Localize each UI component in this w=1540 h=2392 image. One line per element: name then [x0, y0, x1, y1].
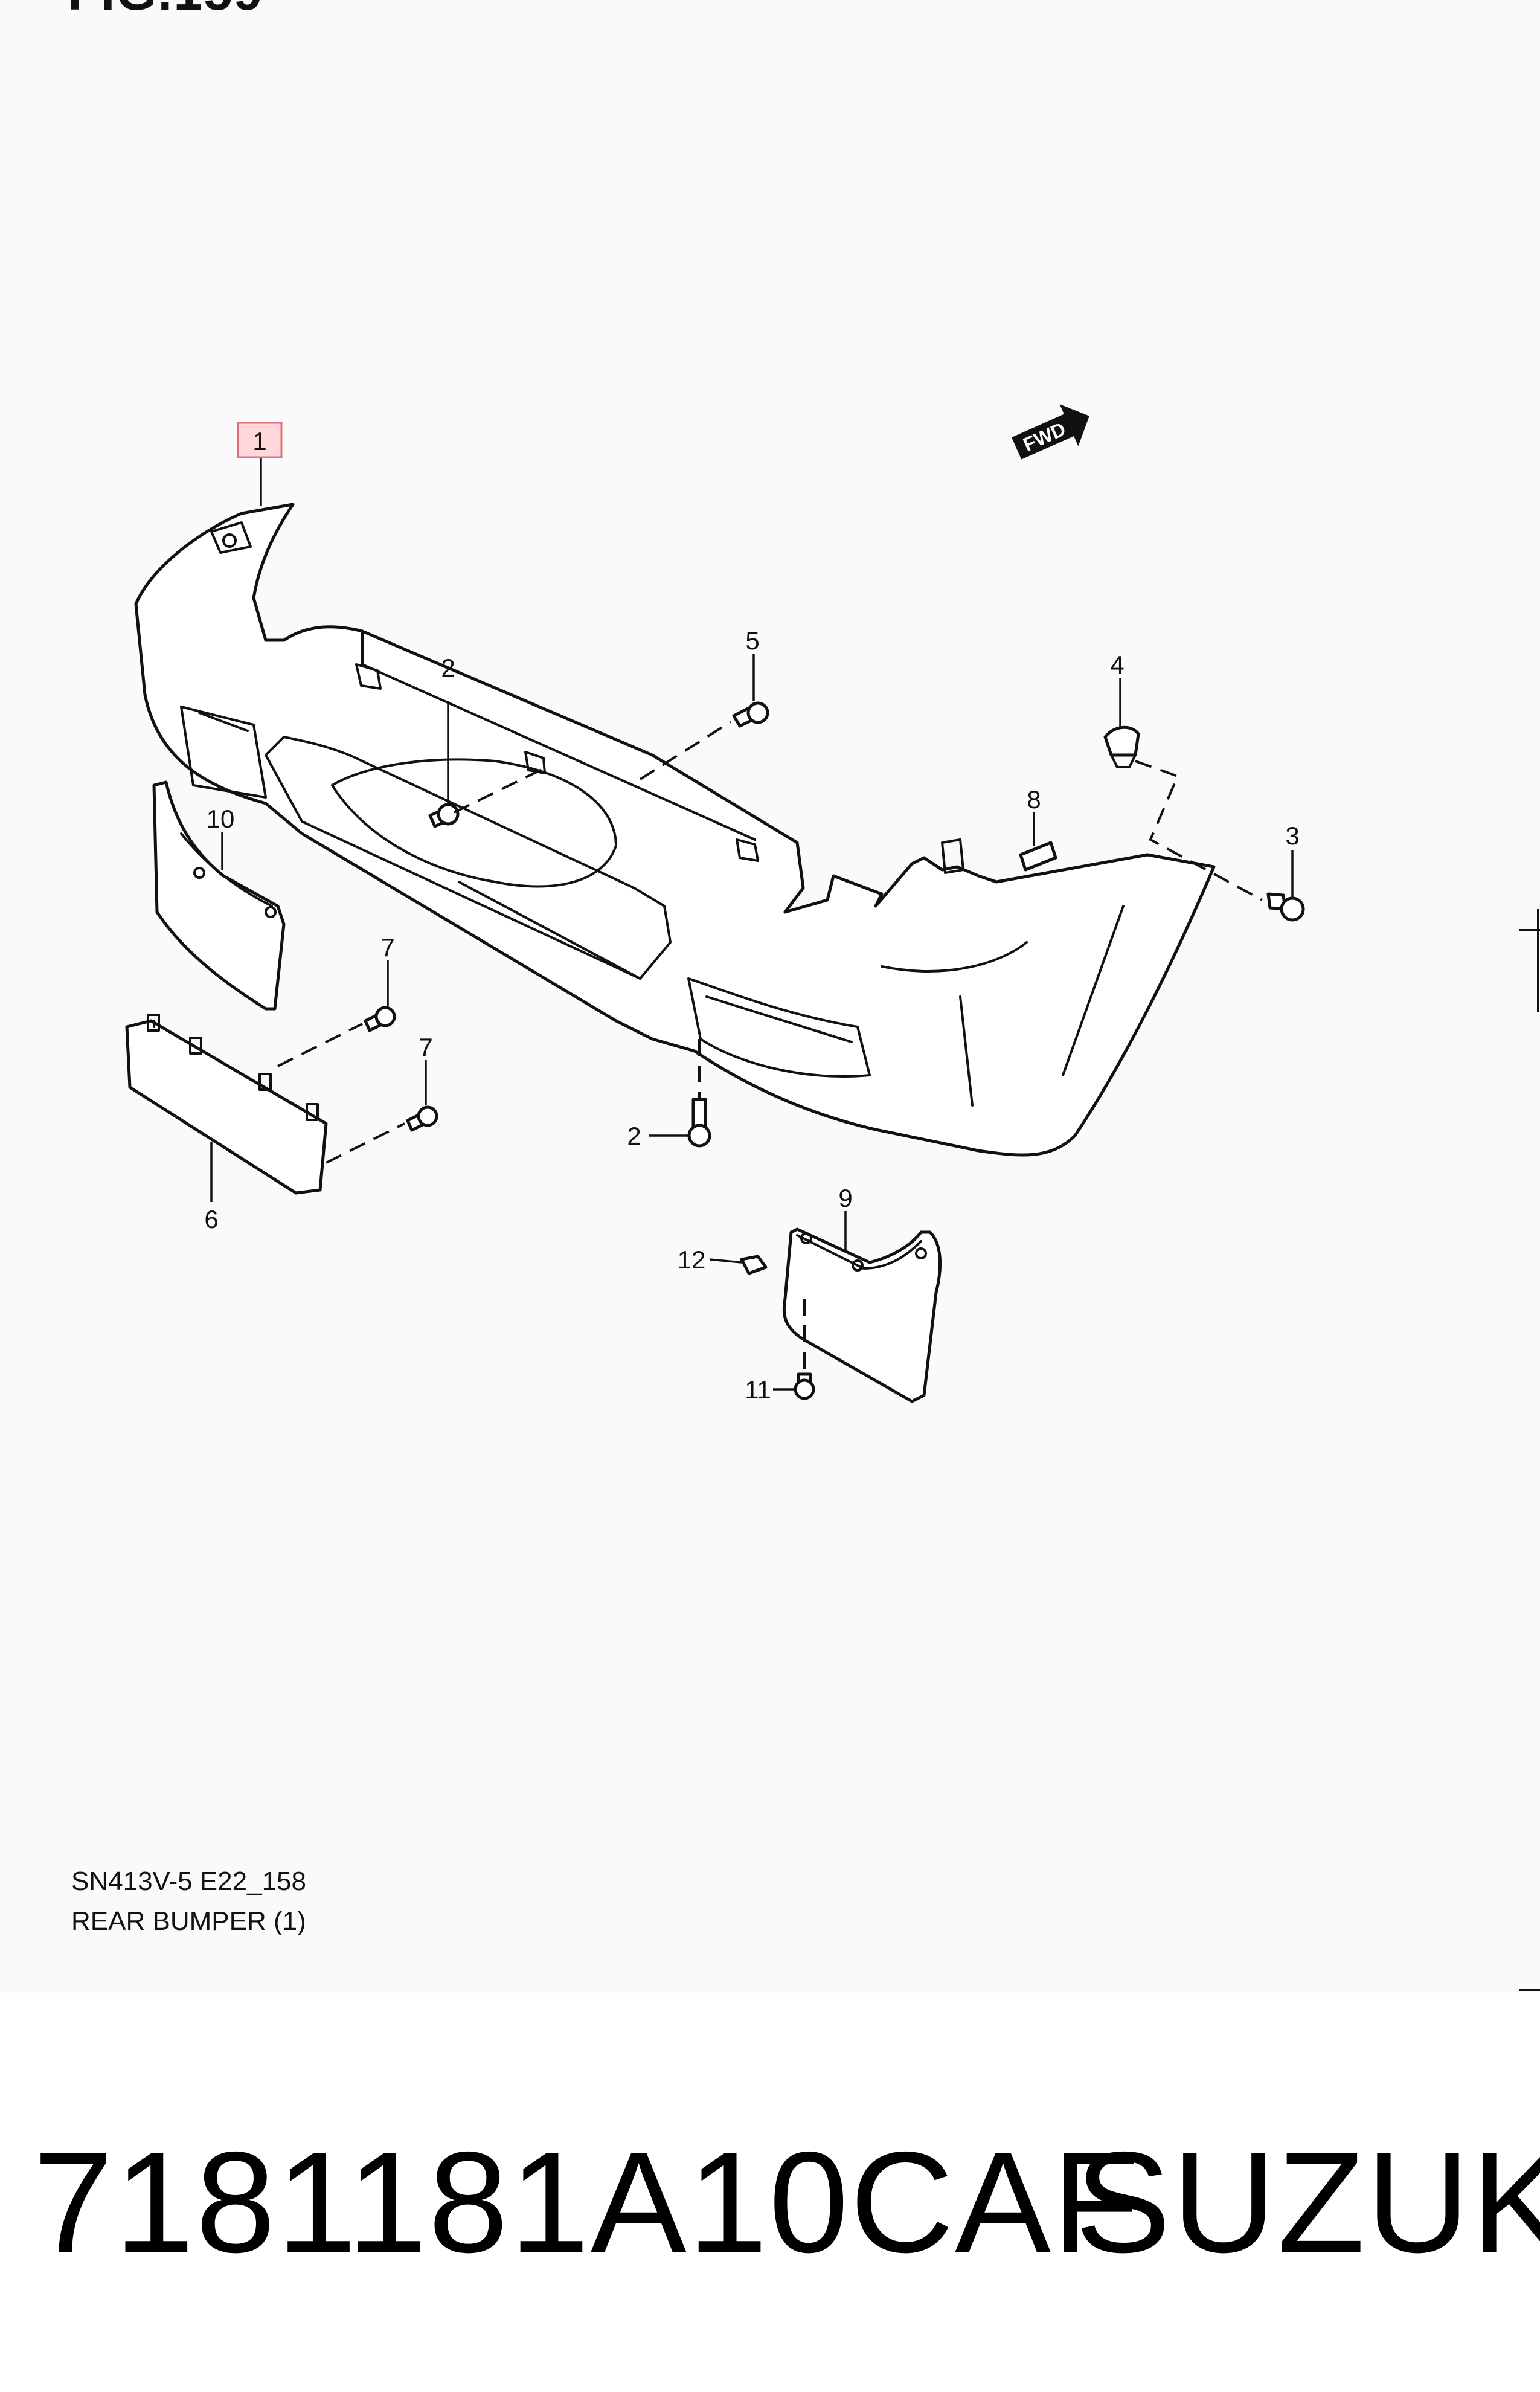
mudflap-left: [152, 780, 286, 1011]
callout-8: 8: [1027, 785, 1041, 814]
screw-2b: [687, 1098, 711, 1148]
screw-7b: [406, 1105, 438, 1132]
edge-tick-right: [1519, 929, 1540, 931]
screw-11: [794, 1372, 815, 1400]
callout-11: 11: [745, 1375, 771, 1404]
callout-5: 5: [745, 626, 759, 655]
rear-bumper-cover: [134, 503, 1216, 1157]
callout-7b: 7: [419, 1033, 432, 1061]
callout-10: 10: [207, 805, 235, 833]
nut-12: [740, 1255, 768, 1275]
screw-3: [1266, 892, 1305, 922]
fwd-arrow-icon: FWD: [1012, 404, 1089, 460]
callout-12: 12: [678, 1246, 706, 1274]
rear-bumper-diagram: 1 2 2 3 4 5 6 7 7 8 9 10 11 12 FWD: [125, 404, 1305, 1404]
mudflap-right: [782, 1227, 942, 1403]
diagram-name: REAR BUMPER (1): [71, 1906, 306, 1936]
screw-7a: [364, 1006, 396, 1032]
callout-7a: 7: [380, 933, 394, 962]
figure-title: FIG.159: [68, 0, 264, 22]
callout-2a: 2: [441, 654, 455, 682]
diagram-code: SN413V-5 E22_158: [71, 1866, 306, 1896]
edge-tick-right-lower: [1537, 909, 1539, 1012]
edge-tick-bottom: [1519, 1989, 1540, 1991]
rear-garnish: [125, 1014, 328, 1195]
callout-1-highlight: [237, 422, 283, 458]
callout-3: 3: [1285, 821, 1299, 850]
diagram-caption: SN413V-5 E22_158 REAR BUMPER (1): [71, 1862, 306, 1941]
callout-1: 1: [252, 427, 266, 455]
screw-2a: [428, 803, 460, 828]
clip-4: [1103, 725, 1140, 768]
callout-6: 6: [204, 1205, 218, 1233]
callout-2b: 2: [627, 1122, 641, 1150]
part-number: 7181181A10CAF: [33, 2123, 1141, 2283]
callout-4: 4: [1110, 651, 1124, 679]
brand-name: SUZUKI: [1075, 2123, 1540, 2283]
screw-5: [732, 701, 769, 728]
diagram-sheet: FIG.159: [68, 0, 1540, 1991]
cushion-8: [1019, 841, 1057, 872]
callout-9: 9: [838, 1184, 852, 1212]
